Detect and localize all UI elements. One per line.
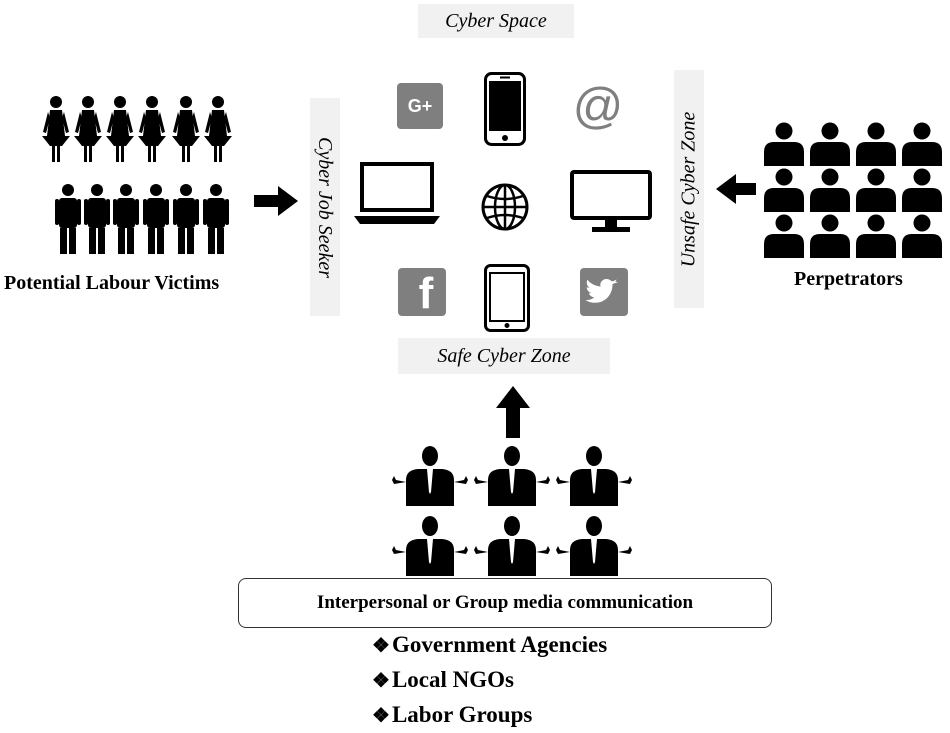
organization-list: ❖Government Agencies ❖Local NGOs ❖Labor …: [372, 628, 607, 733]
tablet-icon: [484, 264, 530, 332]
diamond-bullet-icon: ❖: [372, 670, 390, 692]
safe-cyber-zone-label: Safe Cyber Zone: [398, 338, 610, 374]
facebook-icon: f: [398, 268, 446, 316]
desktop-monitor-icon: [570, 170, 652, 232]
victims-silhouette-group: [42, 96, 232, 254]
communication-box: Interpersonal or Group media communicati…: [238, 578, 772, 628]
arrow-right-icon: [254, 186, 298, 216]
list-item: ❖Government Agencies: [372, 632, 608, 657]
communication-label: Interpersonal or Group media communicati…: [316, 592, 694, 613]
arrow-left-icon: [716, 174, 756, 204]
potential-victims-label: Potential Labour Victims: [4, 272, 220, 294]
speakers-silhouette-group: [392, 446, 632, 576]
unsafe-cyber-zone-label: Unsafe Cyber Zone: [674, 70, 704, 308]
laptop-icon: [354, 162, 440, 224]
cyber-space-label: Cyber Space: [418, 4, 574, 38]
arrow-up-icon: [496, 386, 530, 438]
list-item: ❖Local NGOs: [372, 667, 514, 692]
email-icon: @: [572, 78, 624, 134]
cyber-job-seeker-label: Cyber Job Seeker: [310, 98, 340, 316]
diamond-bullet-icon: ❖: [372, 705, 390, 727]
perpetrators-label: Perpetrators: [794, 268, 903, 290]
globe-icon: [481, 183, 529, 231]
smartphone-icon: [484, 72, 526, 146]
twitter-icon: [580, 268, 628, 316]
google-plus-icon: G+: [397, 83, 443, 129]
perpetrators-silhouette-group: [764, 122, 942, 258]
diamond-bullet-icon: ❖: [372, 635, 390, 657]
list-item: ❖Labor Groups: [372, 702, 533, 727]
